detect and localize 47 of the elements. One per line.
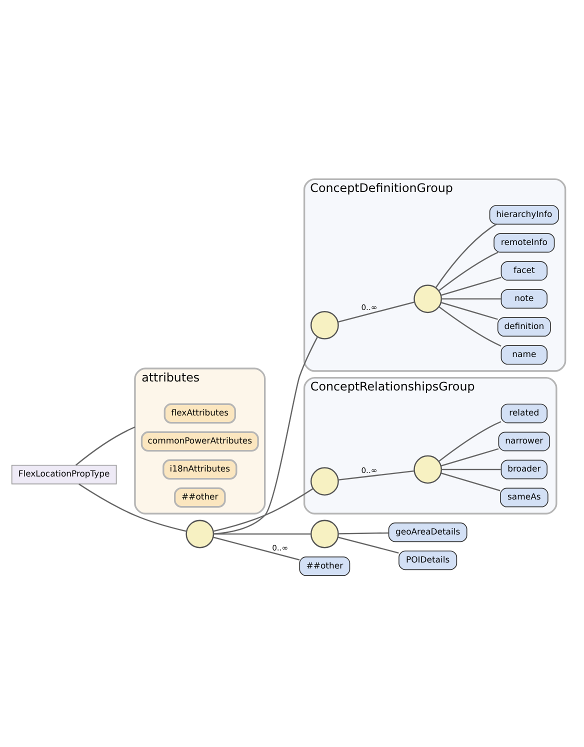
node-box: narrower [498,431,550,451]
node-box: i18nAttributes [162,458,238,480]
node-box: facet [500,260,548,280]
node-box: FlexLocationPropType [11,464,117,484]
node-box: commonPowerAttributes [140,430,259,452]
node-circle [310,519,339,548]
connector [438,420,502,462]
node-box: POIDetails [398,550,458,570]
connector [438,251,498,291]
node-box: definition [497,316,551,336]
node-box: broader [500,459,548,479]
node-box: sameAs [500,487,548,507]
connector [338,532,389,534]
connector [213,536,300,560]
connector [440,472,500,491]
node-circle [414,284,442,313]
edge-label: 0..∞ [361,302,378,312]
connector [78,483,187,532]
node-box: geoAreaDetails [388,522,468,542]
connector [75,426,136,466]
node-box: name [500,344,548,364]
connector [440,301,498,320]
node-box: flexAttributes [164,402,236,424]
connector [338,470,414,480]
node-box: note [500,288,548,308]
connector [440,276,502,296]
connector [338,536,399,554]
node-box: related [500,403,548,423]
node-circle [310,466,339,496]
connector [214,336,318,534]
connector [214,532,312,534]
node-circle [186,519,214,548]
connector [441,468,501,470]
connector [435,223,497,288]
node-box: remoteInfo [494,232,555,252]
node-box: hierarchyInfo [489,204,559,224]
connector [213,488,314,532]
node-circle [310,310,339,339]
connector [441,298,501,300]
node-box: ##other [174,486,226,508]
node-box: ##other [299,556,350,576]
connector [338,301,415,322]
connector [440,448,499,466]
edge-label: 0..∞ [272,542,288,552]
edge-label: 0..∞ [361,466,378,475]
node-circle [414,454,442,484]
connector [438,306,502,346]
